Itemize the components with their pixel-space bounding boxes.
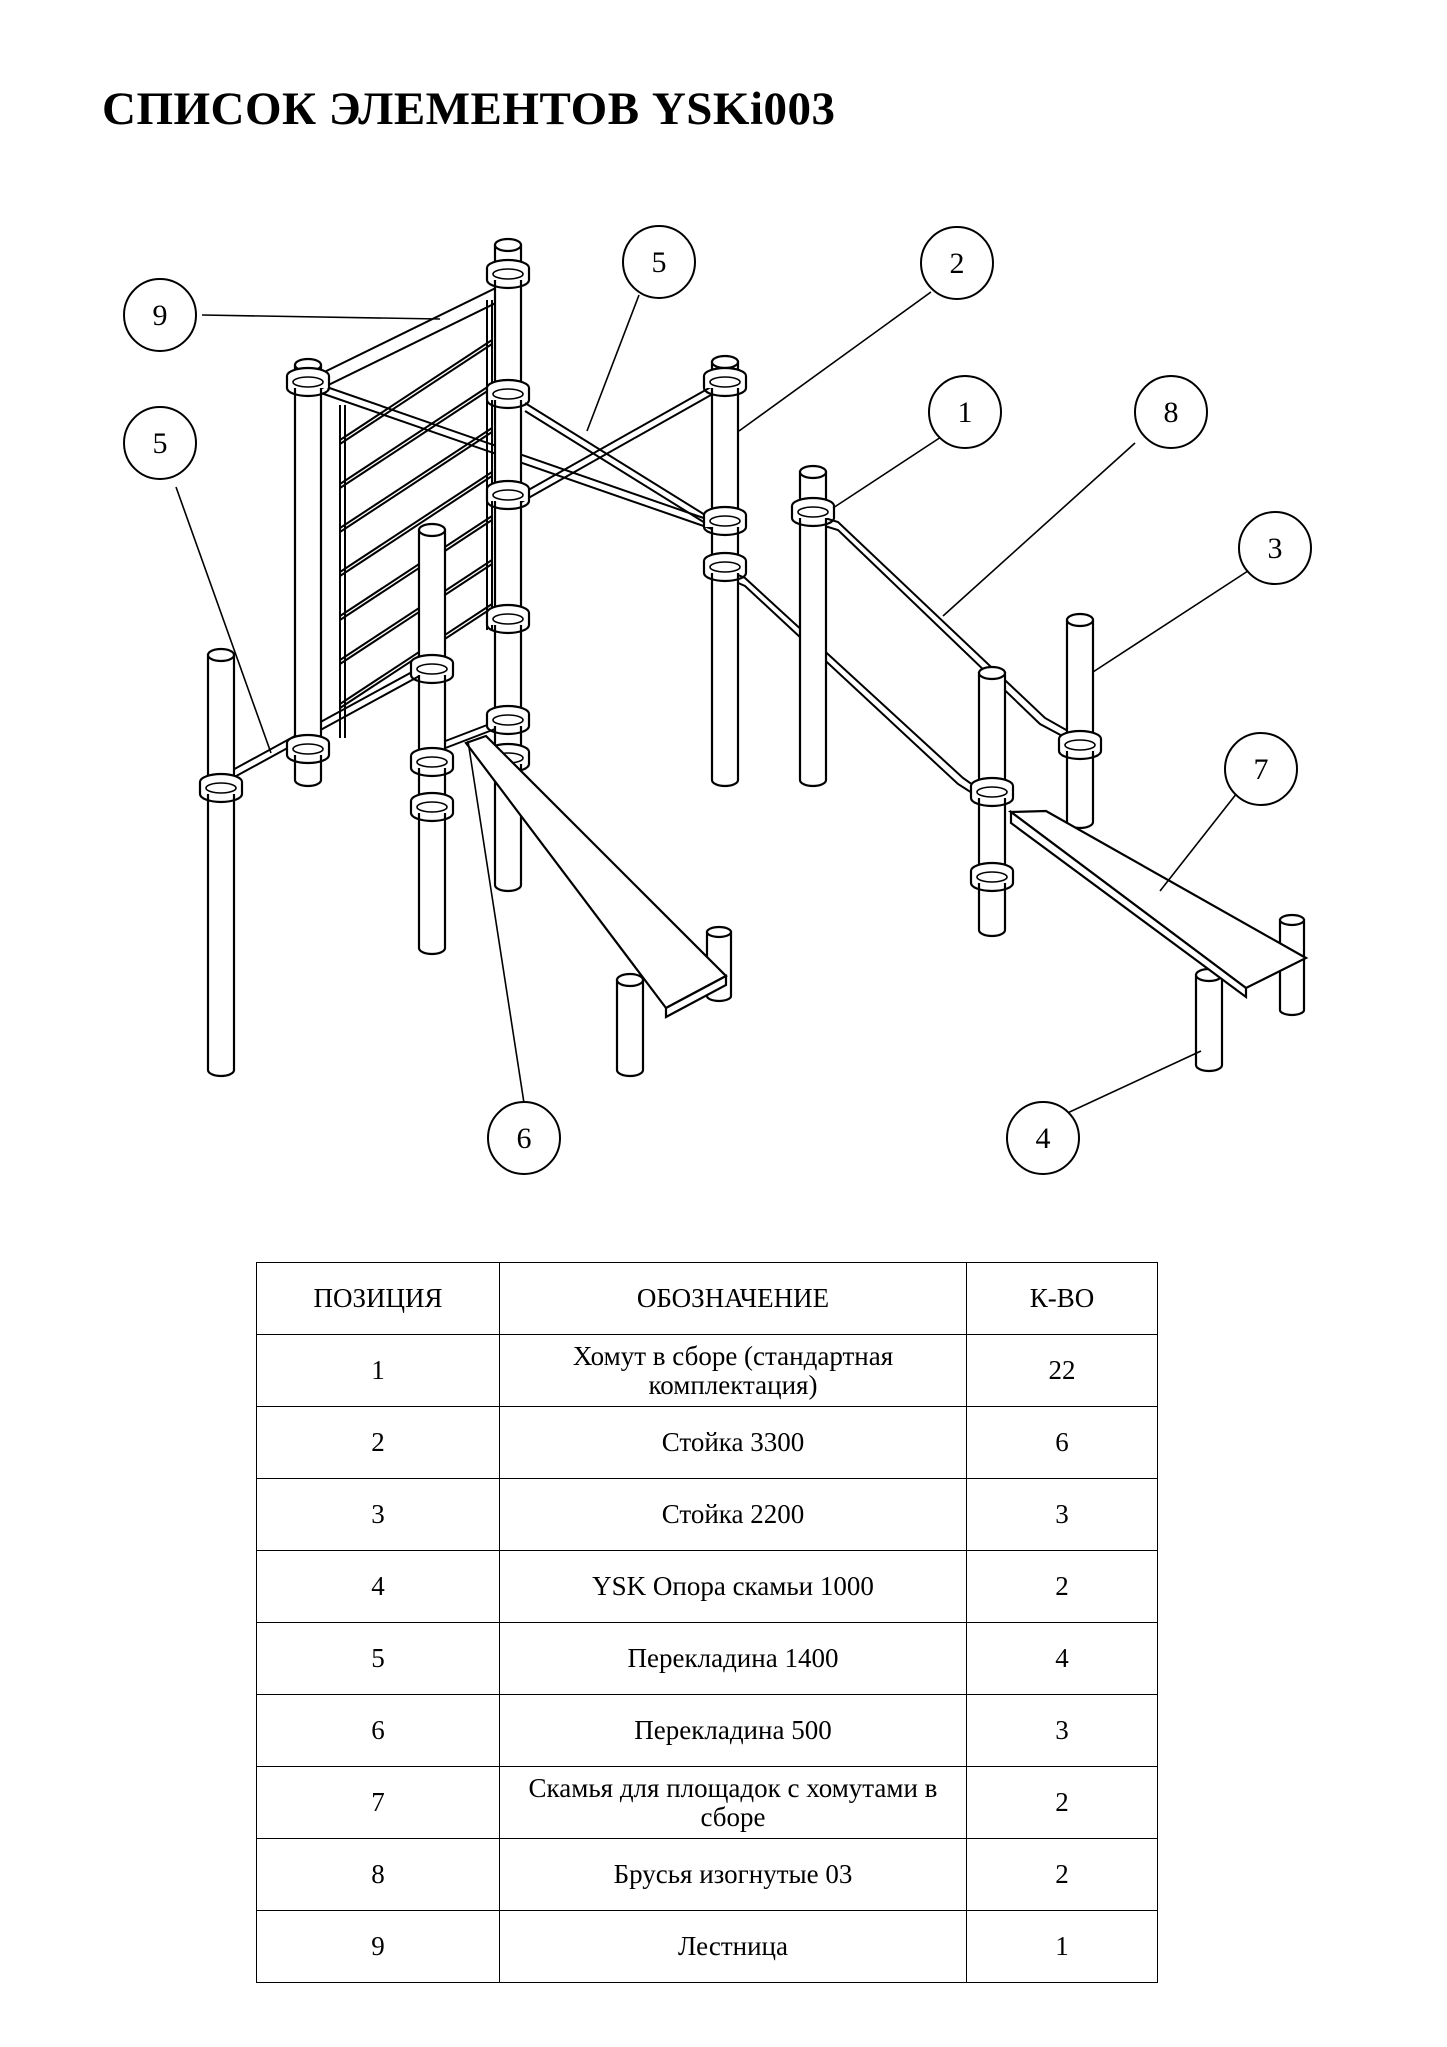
header-designation: ОБОЗНАЧЕНИЕ	[499, 1262, 967, 1335]
cell-designation: Стойка 2200	[499, 1478, 967, 1551]
callout-6: 6	[517, 1122, 532, 1155]
cell-designation: Стойка 3300	[499, 1406, 967, 1479]
cell-quantity: 3	[966, 1694, 1158, 1767]
cell-quantity: 22	[966, 1334, 1158, 1407]
cell-designation: YSK Опора скамьи 1000	[499, 1550, 967, 1623]
cell-designation: Скамья для площадок с хомутами в сборе	[499, 1766, 967, 1839]
cell-designation: Лестница	[499, 1910, 967, 1983]
callout-2: 2	[950, 247, 965, 280]
cell-position: 2	[256, 1406, 500, 1479]
callout-1: 1	[958, 396, 973, 429]
cell-position: 4	[256, 1550, 500, 1623]
cell-quantity: 2	[966, 1550, 1158, 1623]
leader-lines	[175, 291, 1252, 1136]
callout-3: 3	[1268, 532, 1283, 565]
table-row: 5 Перекладина 1400 4	[256, 1622, 1158, 1695]
cell-position: 6	[256, 1694, 500, 1767]
cell-designation: Хомут в сборе (стандартная комплектация)	[499, 1334, 967, 1407]
parts-table: ПОЗИЦИЯ ОБОЗНАЧЕНИЕ К-ВО 1 Хомут в сборе…	[256, 1262, 1158, 1983]
cell-designation: Брусья изогнутые 03	[499, 1838, 967, 1911]
table-row: 9 Лестница 1	[256, 1910, 1158, 1983]
table-row: 7 Скамья для площадок с хомутами в сборе…	[256, 1766, 1158, 1839]
cell-quantity: 1	[966, 1910, 1158, 1983]
table-row: 1 Хомут в сборе (стандартная комплектаци…	[256, 1334, 1158, 1407]
crossbars	[217, 382, 719, 787]
cell-quantity: 2	[966, 1838, 1158, 1911]
cell-position: 1	[256, 1334, 500, 1407]
cell-position: 9	[256, 1910, 500, 1983]
callout-9: 9	[153, 299, 168, 332]
cell-designation: Перекладина 1400	[499, 1622, 967, 1695]
table-row: 8 Брусья изогнутые 03 2	[256, 1838, 1158, 1911]
assembly-drawing: 9 5 2 1 8 3 7 5 6 4	[123, 225, 1312, 1175]
cell-quantity: 2	[966, 1766, 1158, 1839]
cell-quantity: 4	[966, 1622, 1158, 1695]
cell-position: 8	[256, 1838, 500, 1911]
header-quantity: К-ВО	[966, 1262, 1158, 1335]
cell-quantity: 3	[966, 1478, 1158, 1551]
cell-position: 3	[256, 1478, 500, 1551]
table-header-row: ПОЗИЦИЯ ОБОЗНАЧЕНИЕ К-ВО	[256, 1262, 1158, 1335]
benches	[464, 734, 1309, 1019]
table-row: 4 YSK Опора скамьи 1000 2	[256, 1550, 1158, 1623]
bent-bars	[719, 512, 1069, 799]
header-position: ПОЗИЦИЯ	[256, 1262, 500, 1335]
callout-5-top: 5	[652, 246, 667, 279]
cell-quantity: 6	[966, 1406, 1158, 1479]
table-row: 2 Стойка 3300 6	[256, 1406, 1158, 1479]
posts	[206, 237, 1306, 1078]
table-row: 6 Перекладина 500 3	[256, 1694, 1158, 1767]
cell-position: 7	[256, 1766, 500, 1839]
table-row: 3 Стойка 2200 3	[256, 1478, 1158, 1551]
callout-bubbles	[123, 225, 1312, 1175]
cell-position: 5	[256, 1622, 500, 1695]
clamps	[198, 258, 1103, 893]
callout-5-left: 5	[153, 427, 168, 460]
callout-7: 7	[1254, 753, 1269, 786]
callout-4: 4	[1036, 1122, 1051, 1155]
page-title: СПИСОК ЭЛЕМЕНТОВ YSKi003	[102, 83, 836, 135]
callout-8: 8	[1164, 396, 1179, 429]
cell-designation: Перекладина 500	[499, 1694, 967, 1767]
